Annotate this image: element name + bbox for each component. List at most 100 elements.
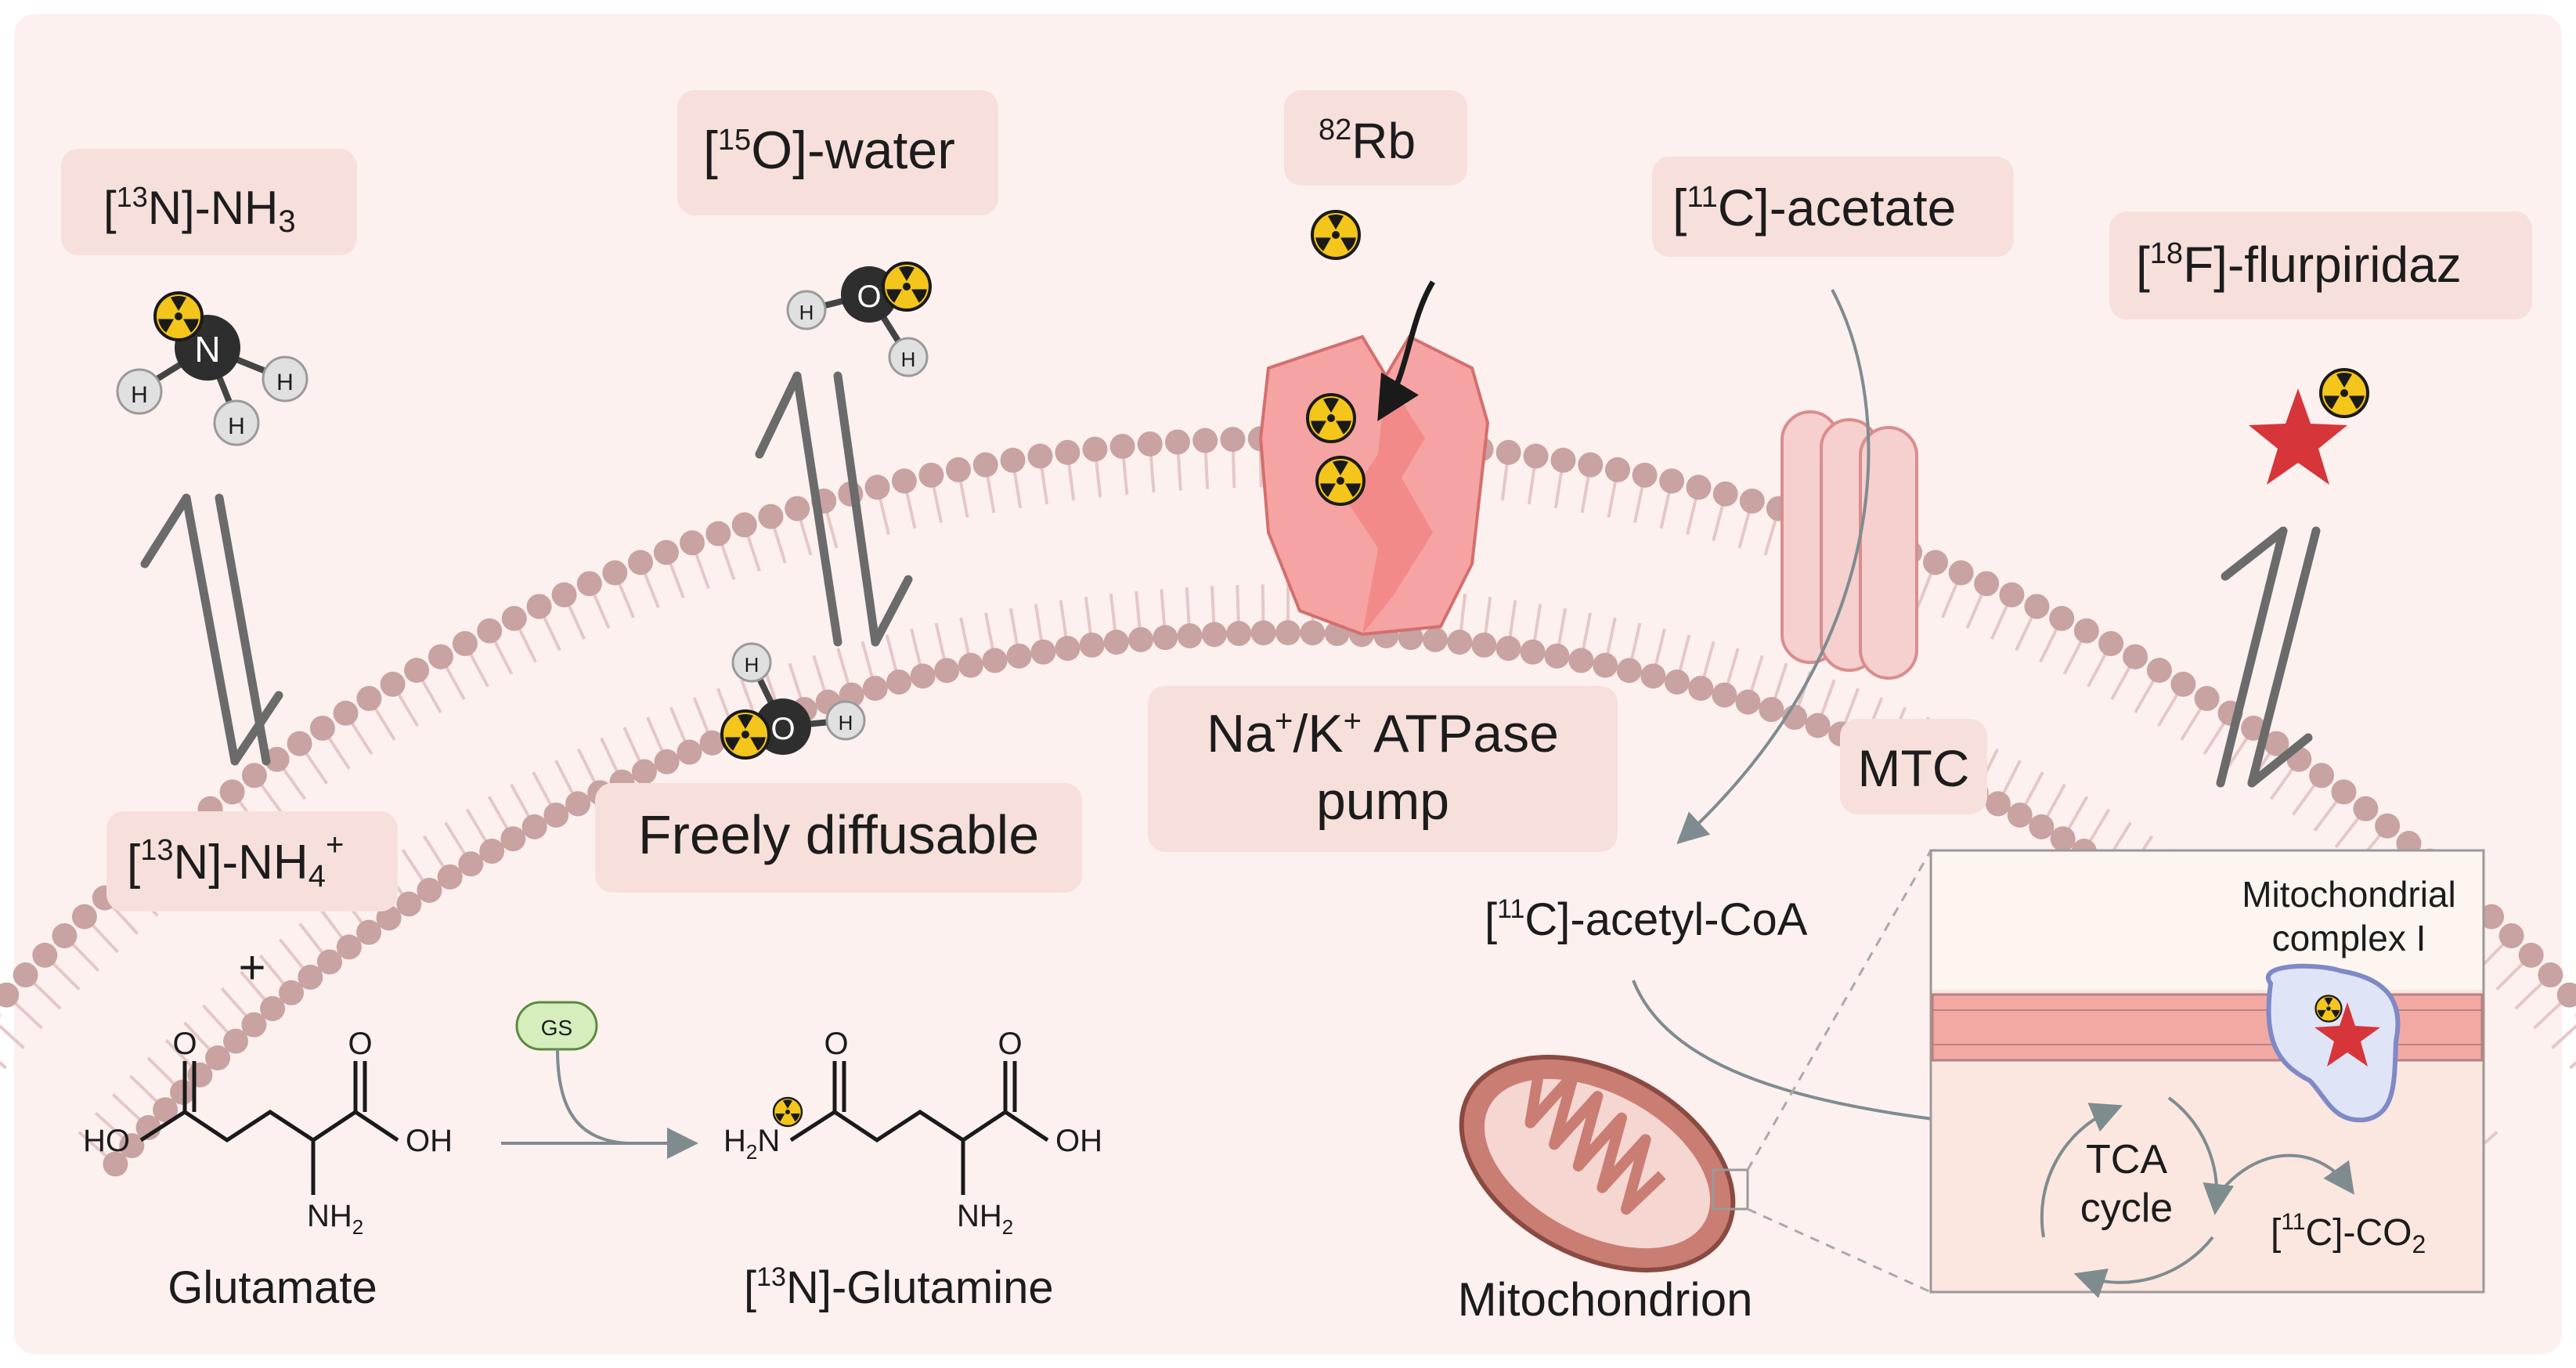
lipid-tail: [89, 922, 119, 954]
lipid-tail: [396, 691, 419, 727]
lipid-head: [103, 1151, 128, 1177]
lipid-tail: [2203, 720, 2227, 756]
chem-atom-label: H2N: [723, 1124, 780, 1164]
lipid-tail: [1231, 449, 1236, 489]
svg-text:O: O: [770, 712, 795, 746]
lipid-tail: [1763, 517, 1778, 556]
lipid-tail: [303, 750, 329, 785]
lipid-head: [543, 802, 569, 828]
radioactive-icon: [153, 291, 204, 341]
chem-atom-label: NH2: [957, 1199, 1013, 1239]
lipid-tail: [2134, 677, 2156, 713]
lipid-head: [477, 618, 503, 644]
lipid-head: [2264, 731, 2289, 756]
lipid-head: [1250, 620, 1276, 646]
lipid-tail: [110, 904, 139, 935]
lipid-head: [1164, 429, 1190, 455]
lipid-tail: [1508, 600, 1517, 640]
lipid-tail: [1008, 608, 1019, 648]
lipid-head: [521, 814, 547, 839]
chem-atom-label: O: [348, 1027, 372, 1061]
lipid-head: [119, 1133, 145, 1159]
lipid-head: [1523, 443, 1549, 469]
lipid-tail: [1261, 584, 1265, 624]
lipid-head: [2498, 923, 2524, 949]
ammonium-label: [13N]-NH4+: [127, 828, 344, 893]
enzyme-arrow: [556, 1049, 627, 1145]
chem-atom-label: OH: [406, 1124, 453, 1158]
lipid-tail: [129, 1074, 160, 1105]
lipid-head: [2049, 605, 2075, 631]
lipid-head: [333, 700, 359, 726]
lipid-tail: [422, 835, 446, 870]
lipid-head: [32, 942, 58, 968]
lipid-head: [705, 521, 731, 547]
lipid-tail: [2015, 614, 2035, 652]
lipid-head: [1568, 648, 1594, 673]
lipid-tail: [1203, 449, 1210, 489]
lipid-tail: [373, 706, 396, 741]
lipid-head: [1447, 630, 1473, 655]
lipid-head: [1948, 560, 1974, 586]
star-ligand-icon: [2249, 388, 2347, 485]
lipid-head: [1082, 436, 1108, 462]
equilibrium-arrow-icon: [755, 371, 913, 647]
lipid-head: [1201, 622, 1227, 648]
acetate-tracer-label: [11C]-acetate: [1672, 179, 1956, 236]
lipid-head: [1220, 427, 1246, 453]
lipid-tail: [566, 602, 586, 640]
lipid-tail: [2039, 626, 2059, 663]
lipid-tail: [2225, 735, 2250, 770]
lipid-head: [1275, 620, 1301, 645]
lipid-tail: [668, 560, 685, 599]
lipid-tail: [2087, 808, 2111, 844]
lipid-head: [918, 462, 944, 488]
lipid-head: [1495, 635, 1521, 661]
lipid-tail: [1990, 602, 2010, 640]
lipid-head: [699, 730, 725, 756]
lipid-tail: [443, 664, 466, 700]
lipid-tail: [1712, 502, 1725, 542]
lipid-tail: [444, 821, 467, 857]
freely-diffusable-label: Freely diffusable: [638, 804, 1039, 865]
lipid-tail: [1749, 655, 1764, 694]
radioactive-icon: [1311, 210, 1361, 260]
lipid-tail: [1040, 465, 1049, 505]
lipid-tail: [720, 542, 736, 580]
lipid-tail: [2001, 760, 2022, 796]
lipid-tail: [694, 550, 710, 590]
rubidium-tracer-label: 82Rb: [1319, 113, 1416, 169]
lipid-head: [1495, 439, 1521, 465]
lipid-head: [1805, 713, 1831, 738]
lipid-head: [1055, 439, 1081, 465]
lipid-head: [1616, 658, 1642, 684]
svg-text:H: H: [839, 711, 853, 735]
lipid-tail: [931, 484, 943, 523]
lipid-head: [1735, 689, 1761, 715]
lipid-head: [653, 540, 679, 565]
radioactive-icon: [882, 262, 932, 312]
lipid-head: [336, 934, 362, 960]
lipid-head: [1550, 447, 1576, 473]
lipid-tail: [1121, 455, 1129, 495]
water-tracer-label: [15O]-water: [703, 121, 955, 180]
lipid-tail: [467, 651, 489, 688]
lipid-tail: [2495, 960, 2526, 991]
lipid-head: [1055, 635, 1081, 661]
lipid-tail: [1941, 580, 1959, 619]
lipid-head: [2538, 962, 2563, 988]
lipid-head: [1604, 457, 1630, 482]
lipid-tail: [1773, 662, 1788, 702]
lipid-tail: [31, 980, 62, 1010]
lipid-head: [417, 877, 442, 903]
lipid-head: [71, 904, 97, 929]
star-ligand-icon: [2314, 1002, 2380, 1067]
lipid-tail: [326, 735, 351, 770]
lipid-tail: [1557, 608, 1568, 648]
lipid-tail: [2157, 691, 2180, 727]
flurpiridaz-tracer-label: [18F]-flurpiridaz: [2136, 236, 2462, 293]
lipid-head: [2170, 671, 2196, 697]
lipid-head: [1109, 434, 1135, 460]
lipid-head: [287, 731, 312, 756]
